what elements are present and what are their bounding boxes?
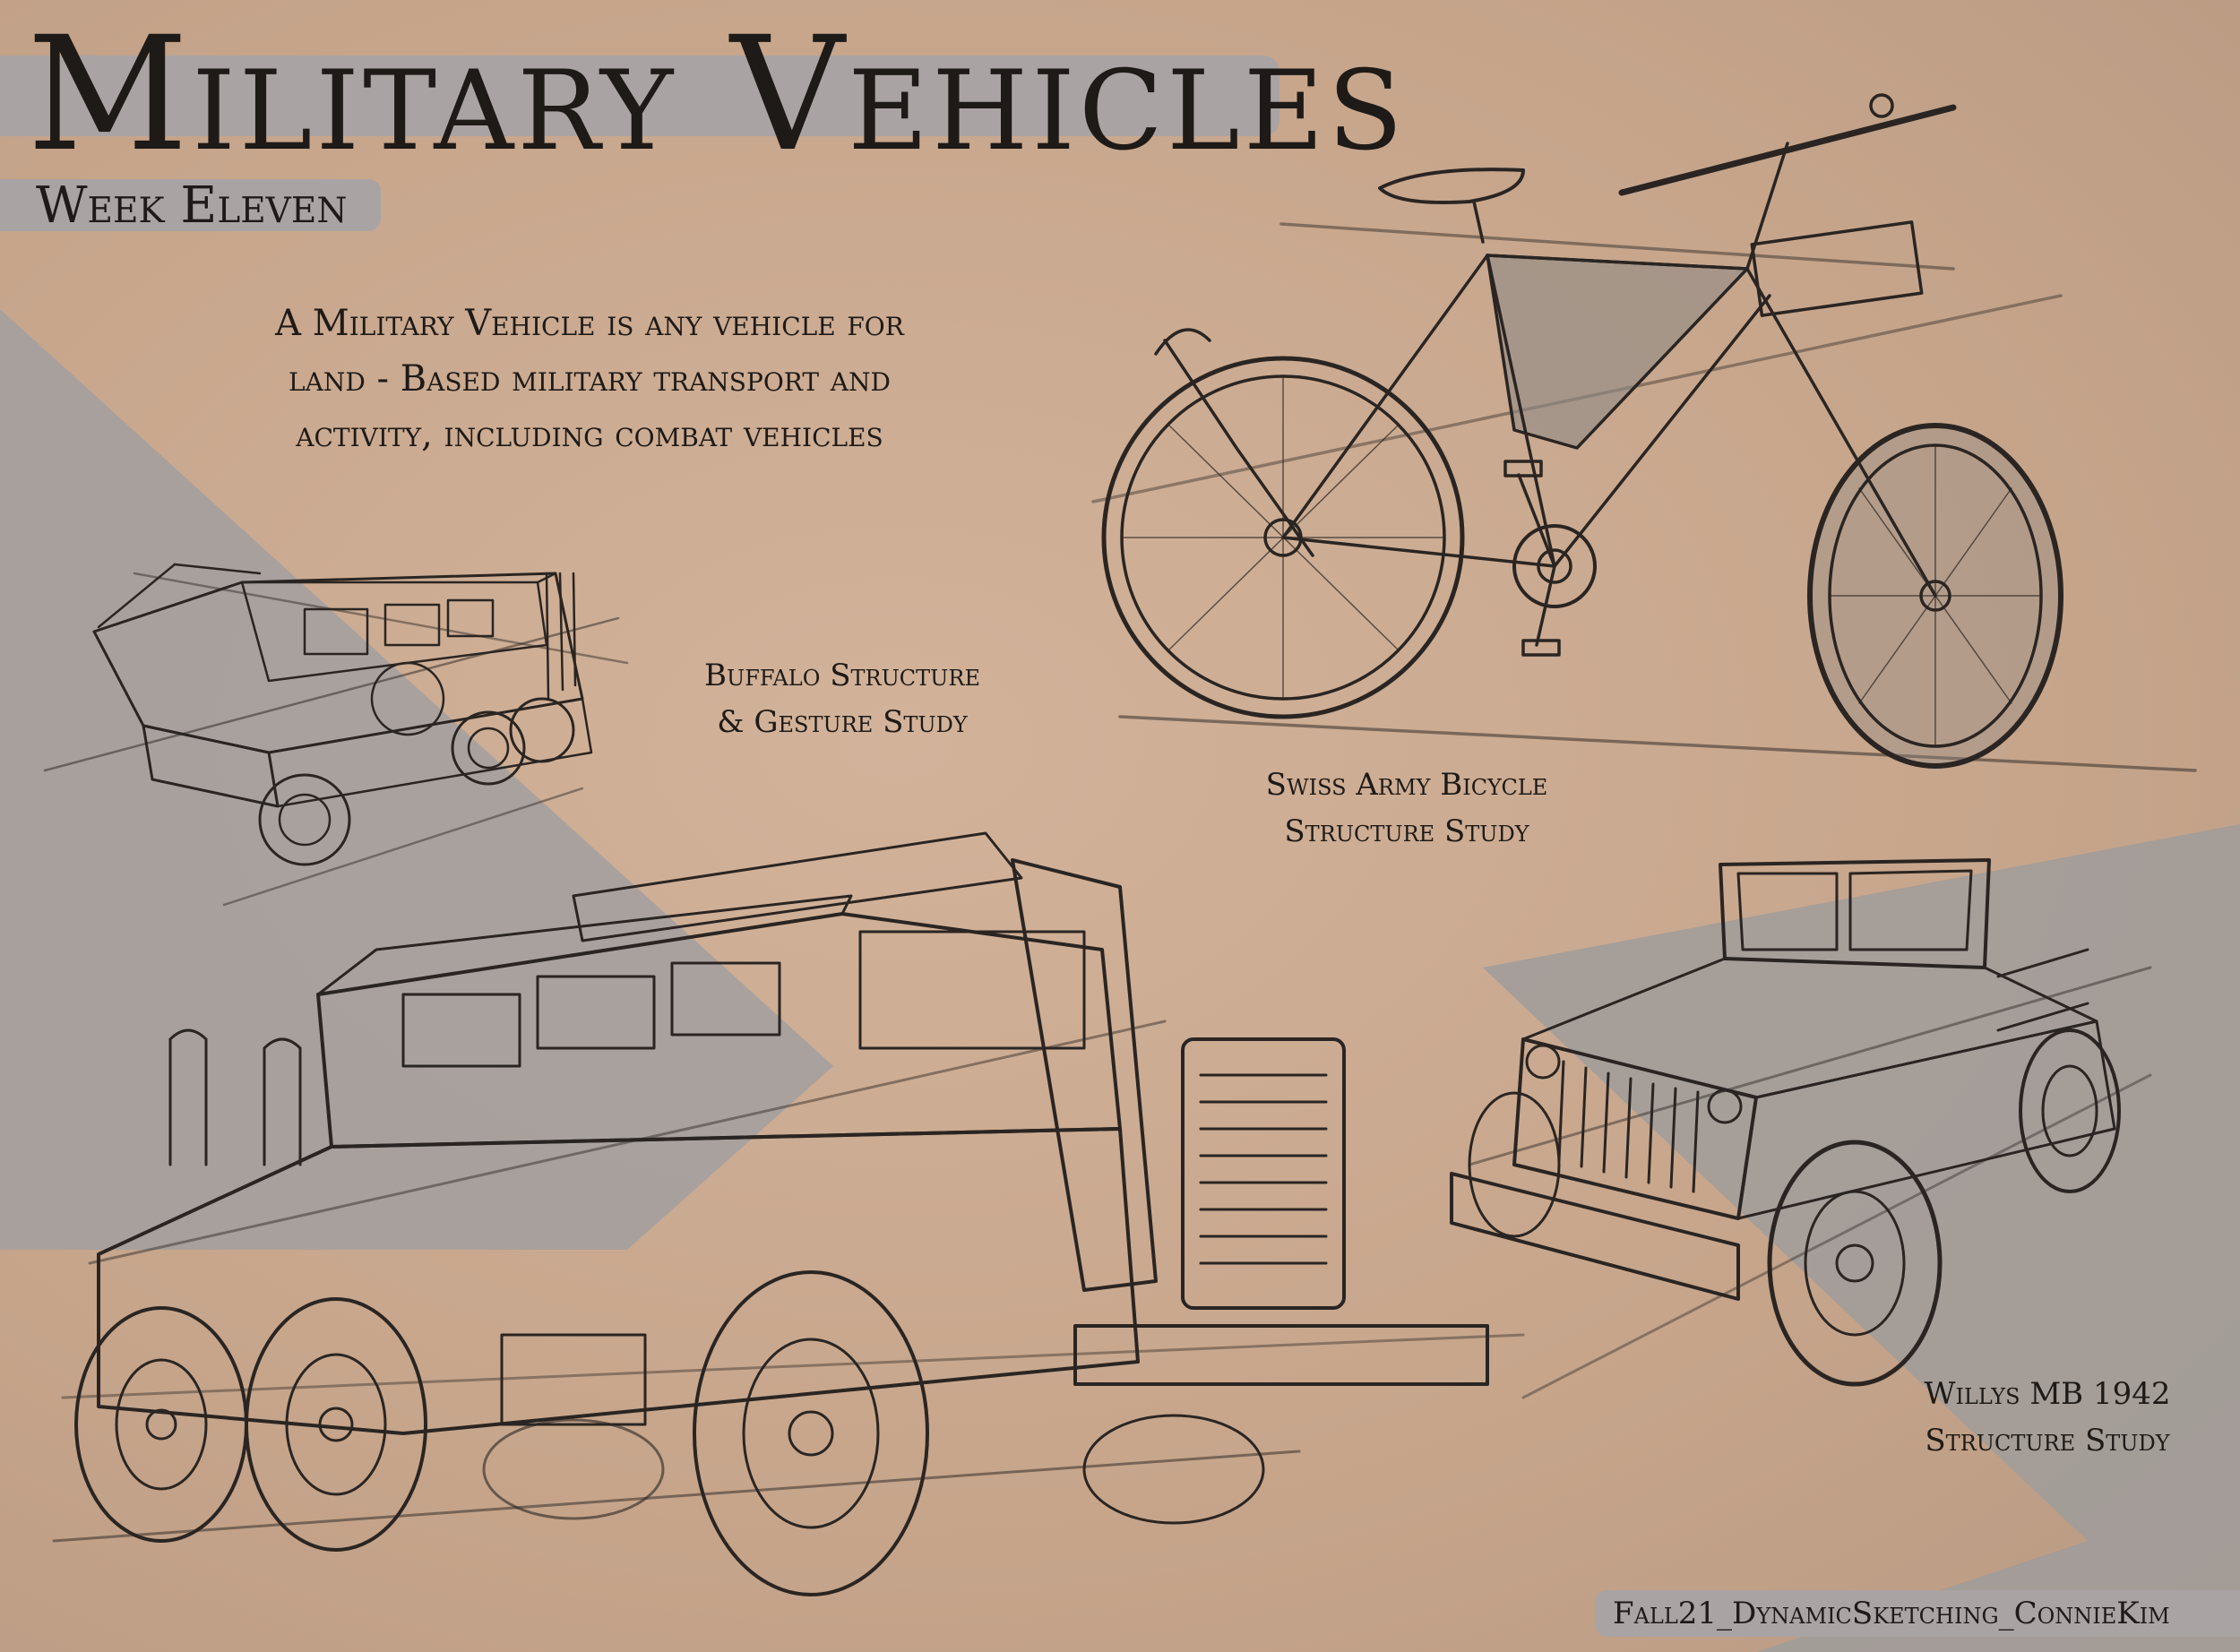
credit-text: Fall21_DynamicSketching_ConnieKim	[1613, 1596, 2170, 1631]
caption-line: Willys MB 1942	[1924, 1376, 2171, 1412]
right-gray-wedge	[1483, 824, 2240, 1652]
title-band	[0, 56, 1279, 136]
intro-line: activity, including combat vehicles	[296, 414, 883, 455]
page-subtitle: Week Eleven	[36, 176, 348, 235]
caption-line: Structure Study	[1925, 1423, 2170, 1458]
intro-line: land - Based military transport and	[289, 358, 891, 400]
subtitle-band	[0, 179, 381, 231]
willys-caption: Willys MB 1942 Structure Study	[1886, 1371, 2209, 1464]
caption-line: Buffalo Structure	[704, 658, 980, 693]
page-title: Military Vehicles	[27, 3, 1407, 186]
caption-line: Structure Study	[1284, 813, 1529, 849]
buffalo-caption: Buffalo Structure & Gesture Study	[654, 652, 1030, 745]
credit-band	[1595, 1590, 2240, 1637]
caption-line: Swiss Army Bicycle	[1265, 767, 1548, 803]
intro-line: A Military Vehicle is any vehicle for	[275, 303, 904, 344]
caption-line: & Gesture Study	[717, 704, 968, 740]
bicycle-caption: Swiss Army Bicycle Structure Study	[1228, 761, 1586, 855]
intro-text: A Military Vehicle is any vehicle for la…	[231, 296, 948, 462]
